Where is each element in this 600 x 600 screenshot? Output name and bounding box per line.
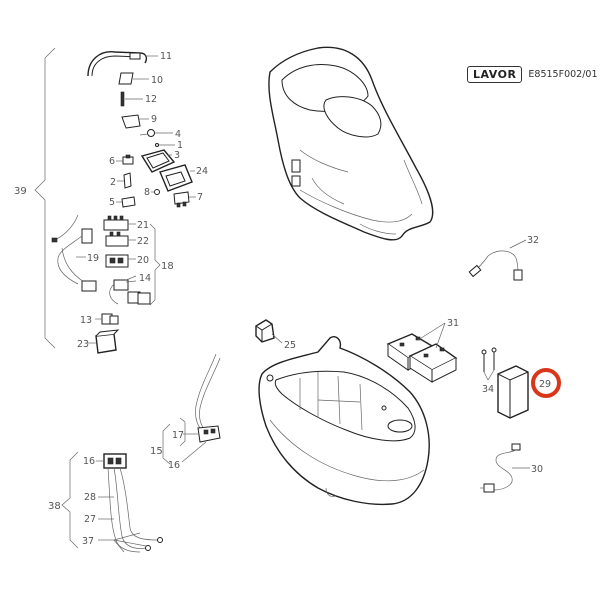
callout-28: 28 [84, 492, 96, 503]
part-9-plate: 9 [121, 114, 157, 129]
part-6-switch: 6 [109, 154, 134, 167]
part-12-cable-tie: 12 [120, 91, 157, 107]
part-19-wiring-harness: 19 [51, 214, 99, 292]
callout-37: 37 [82, 536, 94, 547]
document-code: E8515F002/01 [528, 68, 598, 80]
part-11-bracket: 11 [87, 51, 172, 77]
callout-39: 39 [14, 186, 27, 197]
callout-17: 17 [172, 430, 184, 441]
callout-20: 20 [137, 255, 149, 266]
part-30-power-cable: 30 [480, 443, 543, 493]
part-31-batteries: 31 [386, 318, 459, 383]
part-25-bracket: 25 [255, 319, 296, 351]
callout-21: 21 [137, 220, 149, 231]
callout-31: 31 [447, 318, 459, 329]
callout-16b: 16 [168, 460, 180, 471]
part-24-display: 24 [159, 164, 208, 192]
callout-24: 24 [196, 166, 208, 177]
part-14-terminal-block: 14 [109, 273, 151, 305]
upper-housing [268, 46, 434, 241]
callout-4: 4 [175, 129, 181, 140]
group-38-cable-set: 38 16 28 27 37 [48, 451, 163, 553]
callout-19: 19 [87, 253, 99, 264]
callout-38: 38 [48, 501, 61, 512]
part-34-screws: 34 [481, 347, 497, 395]
part-22-relay: 22 [105, 231, 149, 247]
callout-11: 11 [160, 51, 172, 62]
callout-7: 7 [197, 192, 203, 203]
callout-29: 29 [539, 379, 551, 390]
part-32-cable: 32 [468, 235, 539, 281]
callout-10: 10 [151, 75, 163, 86]
callout-22: 22 [137, 236, 149, 247]
callout-16a: 16 [83, 456, 95, 467]
callout-23: 23 [77, 339, 89, 350]
part-7-connector: 7 [173, 191, 203, 208]
callout-30: 30 [531, 464, 543, 475]
part-2-cover: 2 [110, 172, 132, 189]
group-39-brace: 39 [14, 47, 56, 349]
callout-32: 32 [527, 235, 539, 246]
callout-3: 3 [174, 150, 180, 161]
part-23-box: 23 [77, 329, 120, 354]
part-4-key: 4 [139, 129, 181, 140]
part-10-clip: 10 [118, 72, 163, 86]
callout-5: 5 [109, 197, 115, 208]
callout-14: 14 [139, 273, 151, 284]
callout-1: 1 [177, 140, 183, 151]
part-21-relay: 21 [103, 215, 149, 231]
callout-25: 25 [284, 340, 296, 351]
brand-logo: LAVOR [467, 65, 523, 83]
callout-15: 15 [150, 446, 163, 457]
part-13-cap: 13 [80, 313, 119, 326]
callout-6: 6 [109, 156, 115, 167]
part-5-block: 5 [109, 196, 136, 208]
callout-18: 18 [161, 261, 174, 272]
callout-9: 9 [151, 114, 157, 125]
part-20-relay: 20 [105, 254, 149, 268]
part-1-screw: 1 [155, 140, 183, 151]
part-15-cable-group: 17 15 16 [150, 353, 221, 471]
part-8-nut: 8 [144, 187, 160, 198]
callout-12: 12 [145, 94, 157, 105]
callout-27: 27 [84, 514, 96, 525]
highlight-ring [531, 368, 561, 398]
part-29-charger: 29 [497, 365, 561, 419]
title-block: LAVOR E8515F002/01 [467, 65, 598, 83]
callout-8: 8 [144, 187, 150, 198]
callout-13: 13 [80, 315, 92, 326]
lower-base [258, 336, 430, 506]
group-18-brace: 18 [149, 223, 174, 306]
part-3-control-panel: 3 [140, 149, 180, 173]
callout-2: 2 [110, 177, 116, 188]
callout-34: 34 [482, 384, 494, 395]
